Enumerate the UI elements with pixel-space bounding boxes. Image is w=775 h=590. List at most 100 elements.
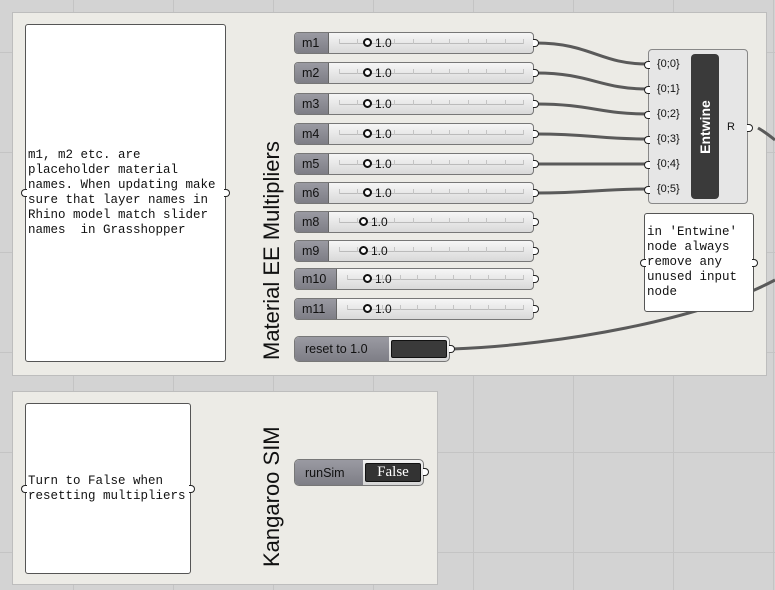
entwine-input-grip[interactable] — [644, 86, 650, 94]
entwine-input-grip[interactable] — [644, 61, 650, 69]
slider-knob[interactable] — [363, 99, 372, 108]
slider-output-grip[interactable] — [533, 69, 539, 77]
slider-track[interactable] — [339, 39, 524, 44]
slider-track[interactable] — [339, 69, 524, 74]
slider-output-grip[interactable] — [533, 275, 539, 283]
runsim-output-grip[interactable] — [423, 468, 429, 476]
slider-tick — [504, 189, 506, 194]
slider-tick — [504, 160, 506, 165]
panel-output-grip[interactable] — [189, 484, 195, 493]
slider-tick — [339, 189, 340, 194]
slider-knob[interactable] — [363, 159, 372, 168]
slider-track[interactable] — [339, 189, 524, 194]
slider-track[interactable] — [347, 305, 524, 310]
entwine-input-grip[interactable] — [644, 186, 650, 194]
panel-input-grip[interactable] — [21, 189, 27, 197]
slider-tick — [487, 305, 489, 310]
slider-tick — [431, 247, 432, 252]
slider-track[interactable] — [339, 247, 524, 252]
slider-output-grip[interactable] — [533, 100, 539, 108]
slider-tick — [505, 305, 507, 310]
slider-knob[interactable] — [363, 129, 372, 138]
entwine-output-grip[interactable] — [747, 124, 753, 132]
slider-tick — [431, 160, 432, 165]
slider-tick — [375, 160, 377, 165]
slider-value: 1.0 — [375, 66, 392, 80]
entwine-component[interactable]: {0;0}{0;1}{0;2}{0;3}{0;4}{0;5} Entwine R — [644, 49, 753, 204]
kangaroo-note-panel[interactable]: Turn to False when resetting multipliers — [21, 403, 195, 574]
slider-track[interactable] — [347, 275, 524, 280]
panel-output-grip[interactable] — [224, 189, 230, 197]
slider-tick — [375, 218, 377, 223]
slider-knob[interactable] — [363, 304, 372, 313]
slider-label: m10 — [295, 269, 337, 289]
slider-tick — [394, 189, 396, 194]
slider-output-grip[interactable] — [533, 305, 539, 313]
slider-output-grip[interactable] — [533, 189, 539, 197]
entwine-input-grip[interactable] — [644, 161, 650, 169]
slider-tick — [449, 247, 451, 252]
slider-knob[interactable] — [359, 246, 368, 255]
reset-output-grip[interactable] — [449, 345, 455, 353]
slider-tick — [412, 39, 414, 44]
slider-value: 1.0 — [371, 215, 388, 229]
slider-output-grip[interactable] — [533, 160, 539, 168]
entwine-note-panel[interactable]: in 'Entwine' node always remove any unus… — [640, 213, 758, 312]
panel-input-grip[interactable] — [640, 258, 646, 267]
slider-track[interactable] — [339, 160, 524, 165]
slider-tick — [417, 305, 419, 310]
slider-tick — [339, 100, 340, 105]
slider-tick — [449, 218, 451, 223]
slider-tick — [486, 218, 488, 223]
slider-track[interactable] — [339, 218, 524, 223]
runsim-toggle[interactable]: runSim False — [294, 459, 429, 486]
entwine-input-grip[interactable] — [644, 111, 650, 119]
slider-tick — [357, 218, 359, 223]
slider-knob[interactable] — [363, 274, 372, 283]
runsim-value[interactable]: False — [365, 463, 421, 482]
slider-output-grip[interactable] — [533, 130, 539, 138]
slider-tick — [486, 39, 488, 44]
slider-knob[interactable] — [363, 68, 372, 77]
slider-knob[interactable] — [363, 38, 372, 47]
reset-button-box[interactable] — [391, 340, 447, 358]
slider-output-grip[interactable] — [533, 218, 539, 226]
material-note-panel[interactable]: m1, m2 etc. are placeholder material nam… — [21, 24, 230, 362]
kangaroo-group-title: Kangaroo SIM — [259, 426, 284, 567]
slider-tick — [399, 275, 401, 280]
slider-tick — [431, 100, 432, 105]
slider-tick — [486, 100, 488, 105]
slider-knob[interactable] — [359, 217, 368, 226]
slider-value: 1.0 — [375, 127, 392, 141]
slider-track[interactable] — [339, 130, 524, 135]
panel-input-grip[interactable] — [21, 484, 27, 493]
slider-tick — [394, 247, 396, 252]
slider-output-grip[interactable] — [533, 39, 539, 47]
slider-tick — [339, 39, 340, 44]
panel-output-grip[interactable] — [752, 258, 758, 267]
slider-tick — [357, 69, 359, 74]
slider-track[interactable] — [339, 100, 524, 105]
entwine-input-grip[interactable] — [644, 136, 650, 144]
entwine-title: Entwine — [697, 99, 713, 154]
kangaroo-note-text: Turn to False when resetting multipliers — [28, 473, 186, 503]
slider-tick — [505, 275, 507, 280]
slider-tick — [467, 39, 469, 44]
reset-button[interactable]: reset to 1.0 — [294, 336, 455, 362]
slider-tick — [431, 189, 432, 194]
slider-tick — [412, 247, 414, 252]
slider-output-grip[interactable] — [533, 247, 539, 255]
entwine-input-label: {0;0} — [657, 58, 680, 70]
slider-knob[interactable] — [363, 188, 372, 197]
slider-tick — [449, 130, 451, 135]
